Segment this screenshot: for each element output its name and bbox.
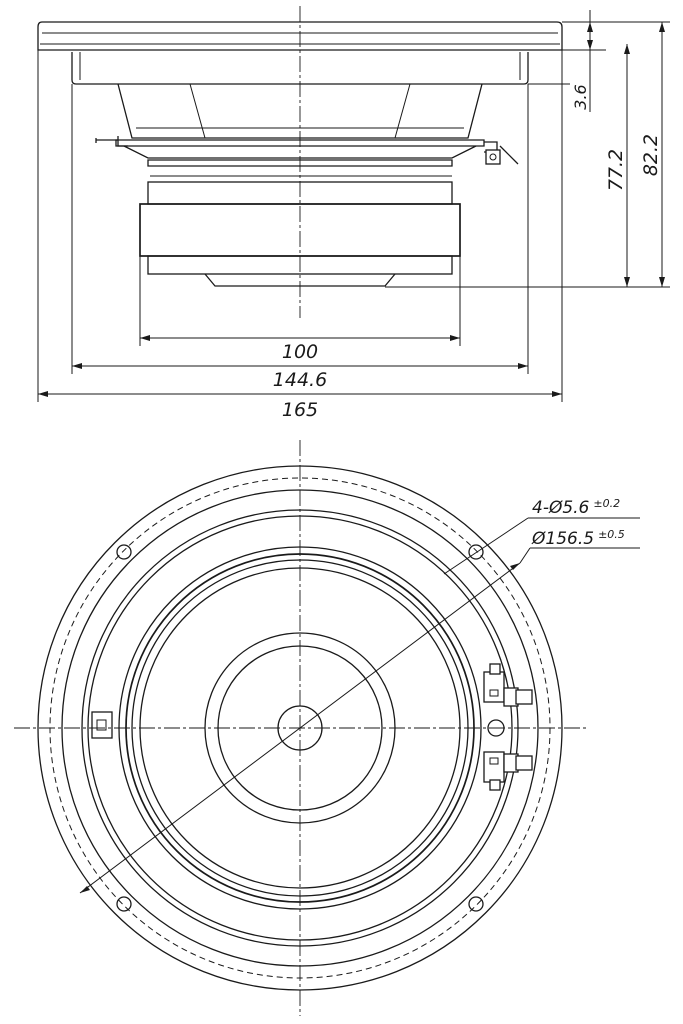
mounting-hole-br: [468, 896, 484, 912]
mounting-hole-bl: [116, 896, 132, 912]
dim-cutout: Ø156.5±0.5: [531, 528, 625, 549]
tab-left: [91, 711, 113, 739]
dim-144-6: 144.6: [273, 369, 327, 391]
side-view: 100 144.6 165 3.6 77.2 82.2: [37, 6, 670, 421]
dim-77-2: 77.2: [605, 149, 627, 191]
dim-100: 100: [282, 341, 318, 363]
dim-82-2: 82.2: [640, 134, 662, 176]
terminal-left: [95, 136, 128, 147]
dim-3-6: 3.6: [571, 84, 590, 109]
terminal-block: [483, 663, 533, 791]
dim-holes: 4-Ø5.6±0.2: [532, 497, 620, 518]
terminal-right: [484, 141, 519, 165]
dim-165: 165: [282, 399, 318, 421]
front-view: 4-Ø5.6±0.2 Ø156.5±0.5: [14, 440, 640, 1016]
mounting-hole-tr: [468, 544, 484, 560]
mounting-hole-tl: [116, 544, 132, 560]
basket-plate: [115, 139, 485, 147]
diameter-line: [79, 562, 521, 894]
hole-leader: [443, 517, 529, 575]
